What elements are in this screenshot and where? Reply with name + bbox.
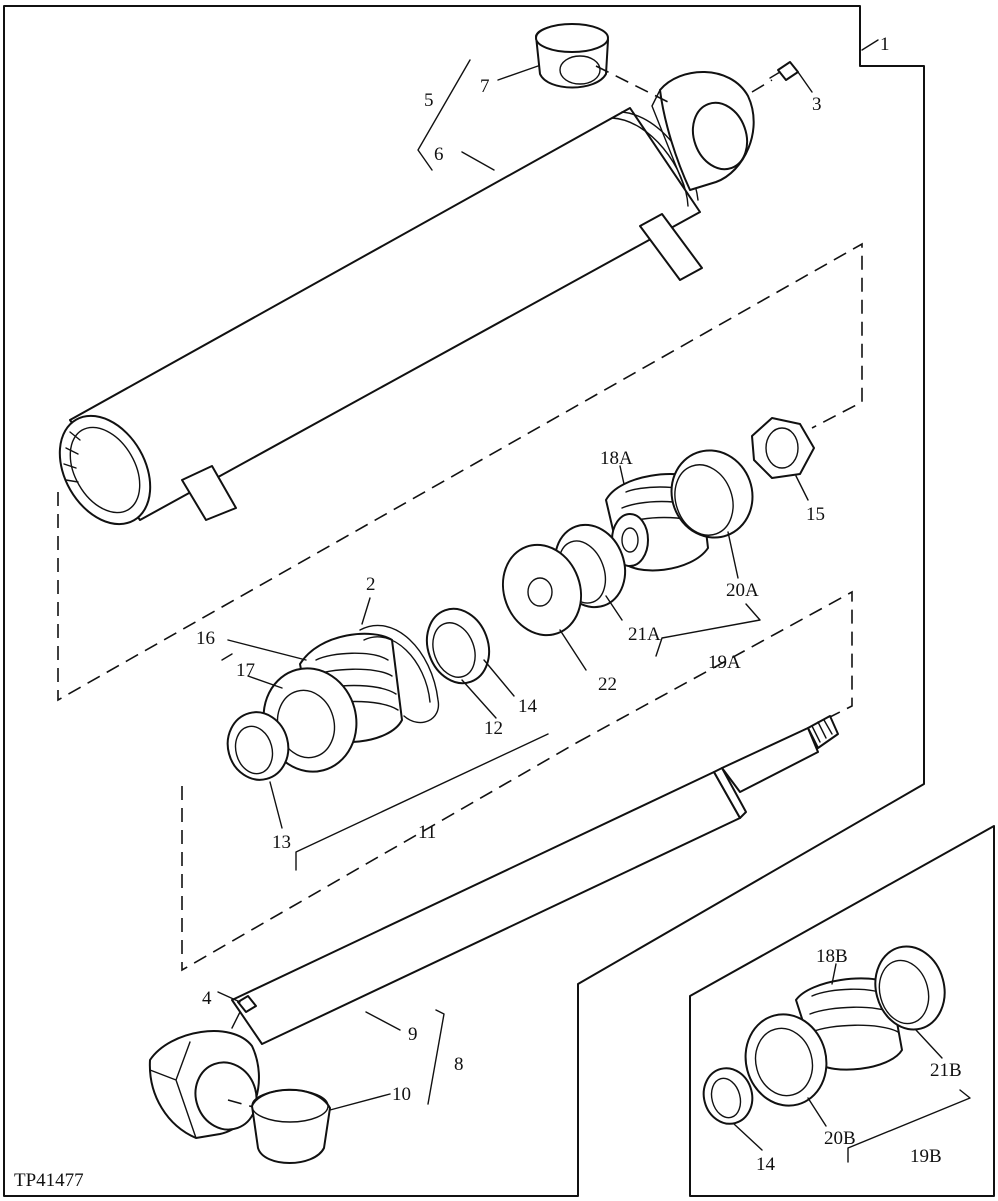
washer-22 [501, 543, 583, 637]
label-3: 3 [812, 94, 822, 115]
barrel-end-eye [651, 71, 755, 191]
label-20b: 20B [824, 1128, 856, 1149]
leader-lines [217, 39, 971, 1163]
wiper-13 [226, 711, 290, 781]
ring-12 [425, 607, 491, 685]
label-17: 17 [236, 660, 255, 681]
nut-15 [751, 417, 815, 479]
main-frame-outline [3, 5, 925, 1197]
dash-bushing-7 [595, 65, 673, 105]
bushing-7 [535, 23, 609, 89]
label-19b: 19B [910, 1146, 942, 1167]
label-18a: 18A [600, 448, 633, 469]
label-16: 16 [196, 628, 215, 649]
label-4: 4 [202, 988, 212, 1009]
label-19a: 19A [708, 652, 741, 673]
label-22: 22 [598, 674, 617, 695]
figure-id: TP41477 [14, 1170, 84, 1191]
cylinder-barrel [58, 107, 703, 526]
seal-20a [670, 449, 754, 539]
part-labels: 1 2 3 4 5 6 7 8 9 10 11 12 13 14 15 16 1… [14, 34, 962, 1191]
ring-20b [744, 1013, 828, 1107]
label-7: 7 [480, 76, 490, 97]
label-5: 5 [424, 90, 434, 111]
label-6: 6 [434, 144, 444, 165]
dash-fitting-3 [751, 79, 773, 93]
label-12: 12 [484, 718, 503, 739]
label-14b: 14 [756, 1154, 776, 1175]
label-11: 11 [418, 822, 436, 843]
label-14: 14 [518, 696, 538, 717]
label-18b: 18B [816, 946, 848, 967]
piston-rod-9 [231, 715, 839, 1045]
snap-ring-2 [359, 624, 440, 724]
wiper-14b [702, 1067, 754, 1125]
inset-frame-outline [689, 825, 995, 1197]
seal-21b [874, 945, 946, 1031]
label-1: 1 [880, 34, 890, 55]
label-15: 15 [806, 504, 825, 525]
label-9: 9 [408, 1024, 418, 1045]
label-2: 2 [366, 574, 376, 595]
label-21b: 21B [930, 1060, 962, 1081]
bushing-10 [251, 1088, 331, 1164]
label-21a: 21A [628, 624, 661, 645]
label-13: 13 [272, 832, 291, 853]
grease-fitting-4 [231, 995, 257, 1029]
dash-envelope-rod [181, 590, 853, 972]
rod-end-eye [148, 1030, 260, 1139]
grease-fitting-3 [769, 61, 799, 81]
dash-envelope-barrel [57, 242, 863, 702]
label-20a: 20A [726, 580, 759, 601]
label-10: 10 [392, 1084, 411, 1105]
label-8: 8 [454, 1054, 464, 1075]
